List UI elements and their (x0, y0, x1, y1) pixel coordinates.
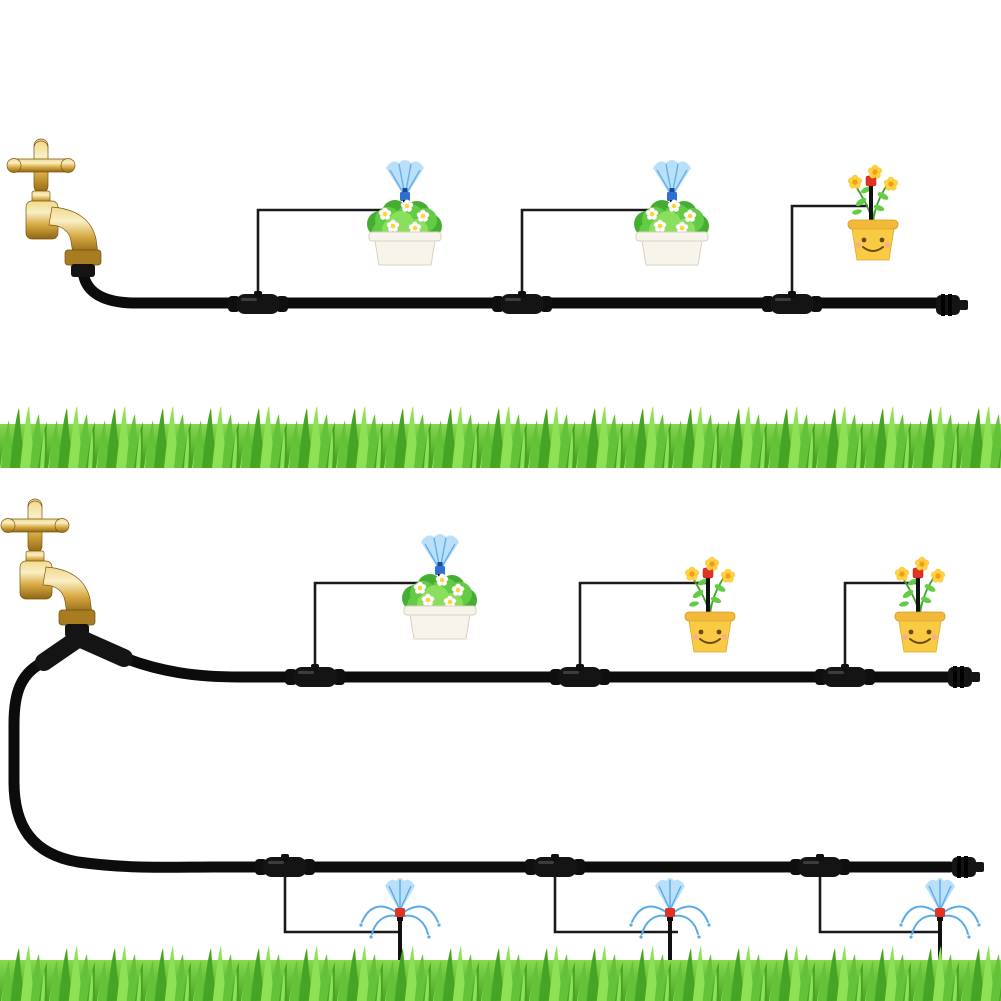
feed-tubes-top (256, 204, 868, 296)
planter-with-mister (634, 160, 709, 265)
tee-connector-icon (255, 854, 315, 877)
tee-connector-icon (492, 291, 552, 314)
feed-tube (553, 876, 678, 934)
grass-strip-bottom (0, 946, 1001, 1001)
faucet-icon (6, 138, 102, 278)
tee-connector-icon (790, 854, 850, 877)
hose-end-plug-icon (952, 856, 984, 878)
tee-connector-icon (228, 291, 288, 314)
feed-tube (256, 208, 402, 296)
scene-top (6, 138, 968, 316)
tee-connector-icon (525, 854, 585, 877)
tee-connector-icon (815, 664, 875, 687)
feed-tube (818, 876, 938, 934)
grass-strip-middle (0, 406, 1001, 468)
faucet-icon (0, 498, 96, 638)
feed-tube (313, 581, 438, 670)
planter-with-mister (402, 534, 477, 639)
tee-connector-icon (285, 664, 345, 687)
feed-tube (283, 876, 398, 934)
hose-end-plug-icon (936, 294, 968, 316)
scene-bottom (0, 498, 984, 969)
tee-connector-icon (550, 664, 610, 687)
tee-connector-icon (762, 291, 822, 314)
planter-with-mister (367, 160, 442, 265)
lower-hose (8, 655, 956, 873)
feed-tube (790, 204, 868, 296)
y-splitter-icon (35, 629, 133, 671)
feed-tubes-bottom (283, 581, 938, 934)
smiley-pot-with-dripper (895, 557, 945, 652)
feed-tube (578, 581, 706, 670)
smiley-pot-with-dripper (848, 165, 898, 260)
smiley-pot-with-dripper (685, 557, 735, 652)
feed-tube (843, 581, 916, 670)
hose-end-plug-icon (948, 666, 980, 688)
upper-hose (116, 651, 954, 683)
feed-tube (520, 208, 668, 296)
